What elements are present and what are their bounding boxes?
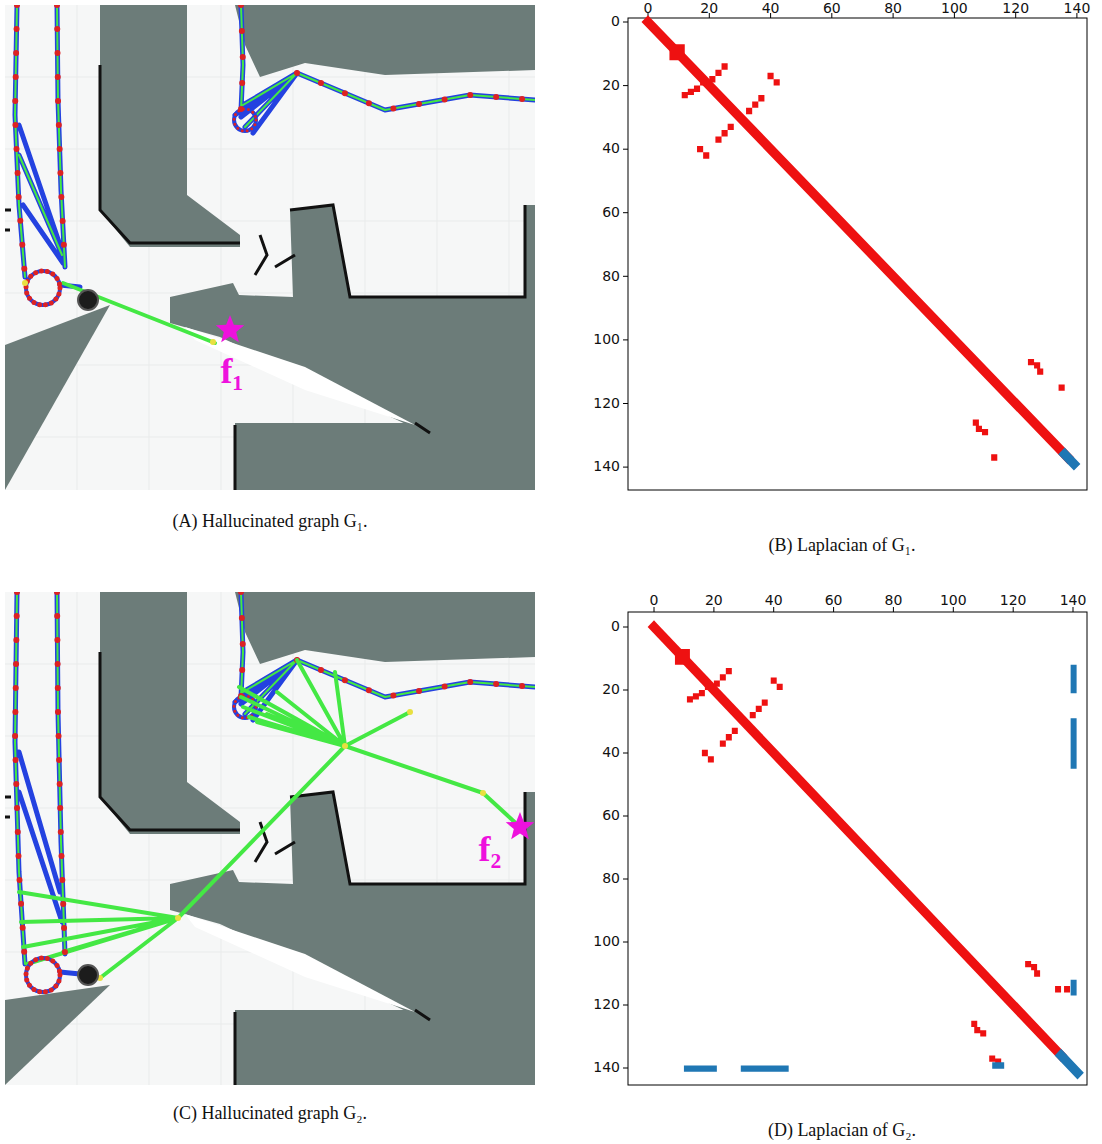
axis-tick-label: 140 bbox=[1060, 593, 1087, 608]
figure-caption: (B) Laplacian of G₁. bbox=[768, 536, 915, 556]
axis-tick-label: 120 bbox=[593, 997, 620, 1012]
axis-tick-label: 0 bbox=[644, 1, 653, 16]
axis-tick-label: 60 bbox=[602, 205, 620, 220]
graph-node bbox=[22, 280, 28, 286]
axis-tick-label: 120 bbox=[1000, 593, 1027, 608]
graph-edges bbox=[15, 5, 215, 343]
axis-tick-label: 140 bbox=[593, 459, 620, 474]
robot-marker bbox=[78, 965, 98, 985]
axis-tick-label: 80 bbox=[885, 593, 903, 608]
axis-tick-label: 120 bbox=[593, 396, 620, 411]
axis-tick-label: 40 bbox=[602, 141, 620, 156]
map-panel bbox=[5, 592, 535, 1085]
graph-node bbox=[407, 709, 413, 715]
axis-tick-label: 100 bbox=[593, 332, 620, 347]
axis-tick-label: 100 bbox=[941, 1, 968, 16]
axis-tick-label: 20 bbox=[700, 1, 718, 16]
axis-tick-label: 20 bbox=[602, 682, 620, 697]
axis-tick-label: 100 bbox=[593, 934, 620, 949]
graph-node bbox=[480, 790, 486, 796]
axis-tick-label: 40 bbox=[765, 593, 783, 608]
axis-tick-label: 60 bbox=[602, 808, 620, 823]
axis-tick-label: 80 bbox=[602, 269, 620, 284]
occupancy-map bbox=[5, 5, 535, 490]
frontier-star bbox=[506, 812, 535, 839]
unknown-region bbox=[5, 305, 110, 490]
sparsity-plot bbox=[623, 607, 1087, 1085]
unknown-region bbox=[5, 985, 110, 1085]
graph-node bbox=[210, 339, 216, 345]
axis-tick-label: 0 bbox=[611, 619, 620, 634]
axis-tick-label: 80 bbox=[884, 1, 902, 16]
axis-tick-label: 100 bbox=[940, 593, 967, 608]
map-panel bbox=[5, 5, 535, 490]
occupancy-map bbox=[5, 592, 535, 1085]
axis-tick-label: 0 bbox=[650, 593, 659, 608]
axis-tick-label: 140 bbox=[1064, 1, 1091, 16]
axis-tick-label: 20 bbox=[602, 78, 620, 93]
axis-tick-label: 120 bbox=[1002, 1, 1029, 16]
sparsity-plot bbox=[623, 13, 1087, 490]
axis-tick-label: 140 bbox=[593, 1060, 620, 1075]
graph-node bbox=[175, 915, 181, 921]
axis-tick-label: 80 bbox=[602, 871, 620, 886]
frontier-star bbox=[216, 315, 245, 342]
axis-tick-label: 40 bbox=[762, 1, 780, 16]
graph-node bbox=[342, 743, 348, 749]
figure-caption: (C) Hallucinated graph G₂. bbox=[173, 1104, 367, 1124]
axis-tick-label: 40 bbox=[602, 745, 620, 760]
axis-tick-label: 60 bbox=[823, 1, 841, 16]
figure-caption: (D) Laplacian of G₂. bbox=[768, 1121, 916, 1141]
axis-tick-label: 20 bbox=[705, 593, 723, 608]
robot-marker bbox=[78, 290, 98, 310]
figure-caption: (A) Hallucinated graph G₁. bbox=[172, 512, 367, 532]
axis-tick-label: 60 bbox=[825, 593, 843, 608]
graph-edges bbox=[15, 592, 520, 992]
frontier-label: f₂ bbox=[479, 830, 502, 870]
frontier-label: f₁ bbox=[221, 352, 244, 392]
axis-tick-label: 0 bbox=[611, 14, 620, 29]
